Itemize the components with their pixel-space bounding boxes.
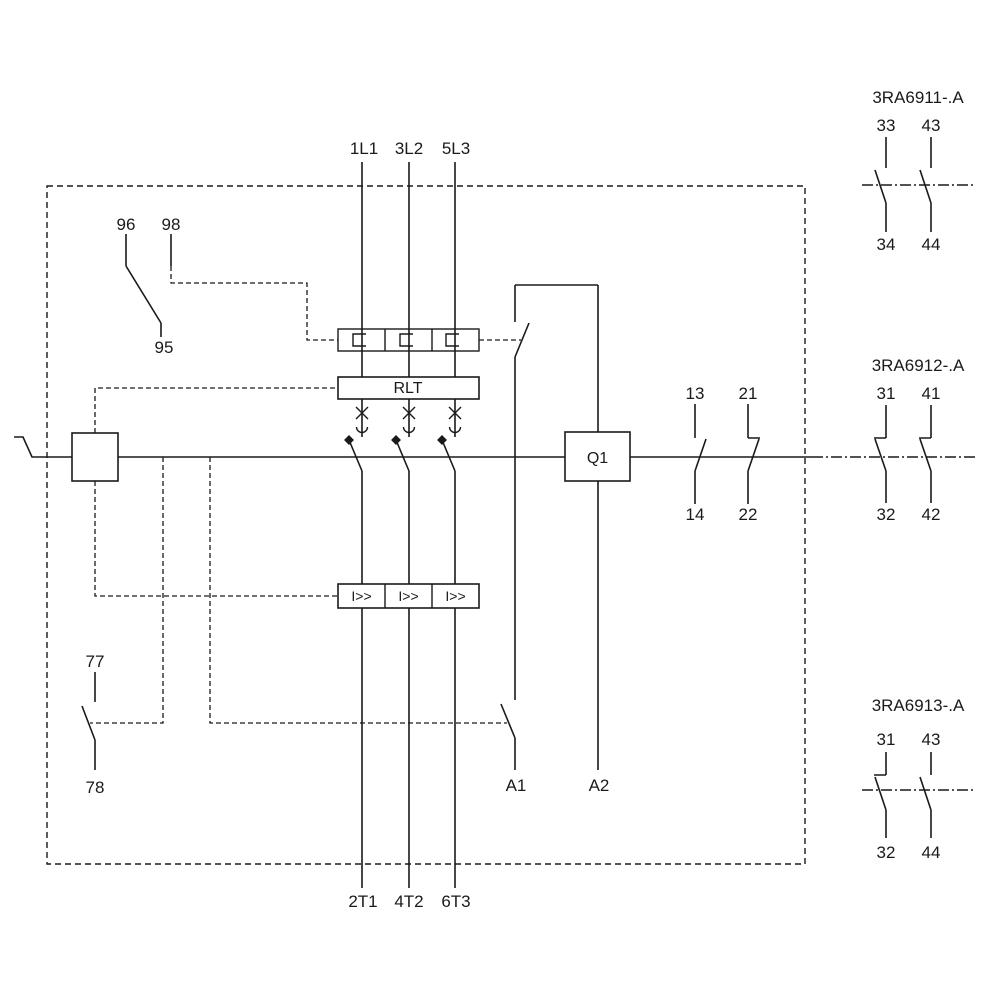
terminal-label-34: 34 [877, 235, 896, 254]
module-3ra6913: 3RA6913-.A 31 43 32 44 [862, 696, 975, 862]
thermal-overload-box [337, 376, 480, 400]
enclosure-dashed-border [46, 185, 806, 865]
terminal-label-32: 32 [877, 505, 896, 524]
magnetic-trip-frame [337, 583, 480, 609]
terminal-label-41: 41 [922, 384, 941, 403]
thermal-overload-label: RLT [393, 380, 422, 397]
module-3ra6912-contacts [874, 405, 932, 503]
terminal-label-4t2: 4T2 [394, 892, 423, 911]
terminal-label-44: 44 [922, 235, 941, 254]
phase-terminal-labels: 1L1 3L2 5L3 2T1 4T2 6T3 [348, 139, 470, 911]
terminal-label-77: 77 [86, 652, 105, 671]
module-title-3ra6911: 3RA6911-.A [872, 88, 964, 107]
upper-contact-block [337, 328, 480, 352]
module-title-3ra6913: 3RA6913-.A [872, 696, 965, 715]
magnetic-trip-label-1: I>> [351, 588, 371, 604]
coil-circuit-lines [500, 284, 599, 770]
terminal-label-21: 21 [739, 384, 758, 403]
contactor-coil-label: Q1 [587, 450, 608, 467]
aux-contact-lines [694, 404, 760, 504]
phase-conductors [361, 162, 456, 888]
terminal-label-78: 78 [86, 778, 105, 797]
link-shaft-to-alarm-contact [90, 457, 164, 724]
magnetic-trip-row: I>> I>> I>> [337, 583, 480, 609]
terminal-label-31b: 31 [877, 730, 896, 749]
contact-bridge-1 [344, 435, 354, 445]
magnetic-trip-label-3: I>> [445, 588, 465, 604]
module-3ra6911-contacts [874, 137, 932, 232]
contact-block-frame [337, 328, 480, 352]
contact-arc-icons [355, 426, 462, 434]
terminal-label-95: 95 [155, 338, 174, 357]
terminal-label-a1: A1 [506, 776, 527, 795]
signal-contact-95-96-98: 96 98 95 [117, 215, 181, 357]
link-mechanism-to-magnetic [94, 481, 338, 597]
contact-bridge-3 [437, 435, 447, 445]
terminal-label-3l2: 3L2 [395, 139, 423, 158]
module-3ra6912: 3RA6912-.A 31 41 32 42 [872, 356, 965, 524]
magnetic-trip-dividers [384, 584, 433, 608]
terminal-label-42: 42 [922, 505, 941, 524]
main-contact-assembly [344, 406, 462, 472]
terminal-label-6t3: 6T3 [441, 892, 470, 911]
module-3ra6911: 3RA6911-.A 33 43 34 44 [862, 88, 975, 254]
terminal-label-43: 43 [922, 116, 941, 135]
manual-handle-icon [14, 436, 72, 458]
terminal-label-14: 14 [686, 505, 705, 524]
contactor-coil-box [564, 431, 631, 482]
mechanism-box [71, 432, 119, 482]
trip-cross-icons [355, 406, 462, 420]
alarm-contact-lines [81, 672, 96, 770]
module-3ra6913-contacts [874, 752, 932, 838]
terminal-label-1l1: 1L1 [350, 139, 378, 158]
contact-bridge-2 [391, 435, 401, 445]
module-title-3ra6912: 3RA6912-.A [872, 356, 965, 375]
signal-contact-lines [125, 234, 172, 337]
mechanism-linkages [90, 266, 521, 724]
terminal-label-5l3: 5L3 [442, 139, 470, 158]
aux-contacts-13-14-21-22: 13 21 14 22 [686, 384, 760, 524]
terminal-label-a2: A2 [589, 776, 610, 795]
link-mechanism-to-thermal [94, 387, 338, 433]
operating-shaft [14, 436, 975, 458]
coil-circuit: Q1 A1 A2 [500, 284, 631, 795]
main-contact-blades [348, 439, 456, 472]
terminal-label-43b: 43 [922, 730, 941, 749]
terminal-label-31: 31 [877, 384, 896, 403]
contact-block-dividers [384, 329, 433, 351]
contact-bracket-icons [352, 333, 459, 347]
terminal-label-44b: 44 [922, 843, 941, 862]
terminal-label-96: 96 [117, 215, 136, 234]
terminal-label-33: 33 [877, 116, 896, 135]
terminal-label-98: 98 [162, 215, 181, 234]
terminal-label-2t1: 2T1 [348, 892, 377, 911]
link-shaft-to-coil-contact [209, 457, 507, 724]
magnetic-trip-label-2: I>> [398, 588, 418, 604]
thermal-overload-relay: RLT [337, 376, 480, 400]
terminal-label-22: 22 [739, 505, 758, 524]
link-signal-contact [170, 266, 338, 341]
terminal-label-32b: 32 [877, 843, 896, 862]
alarm-contact-77-78: 77 78 [81, 652, 105, 797]
terminal-label-13: 13 [686, 384, 705, 403]
